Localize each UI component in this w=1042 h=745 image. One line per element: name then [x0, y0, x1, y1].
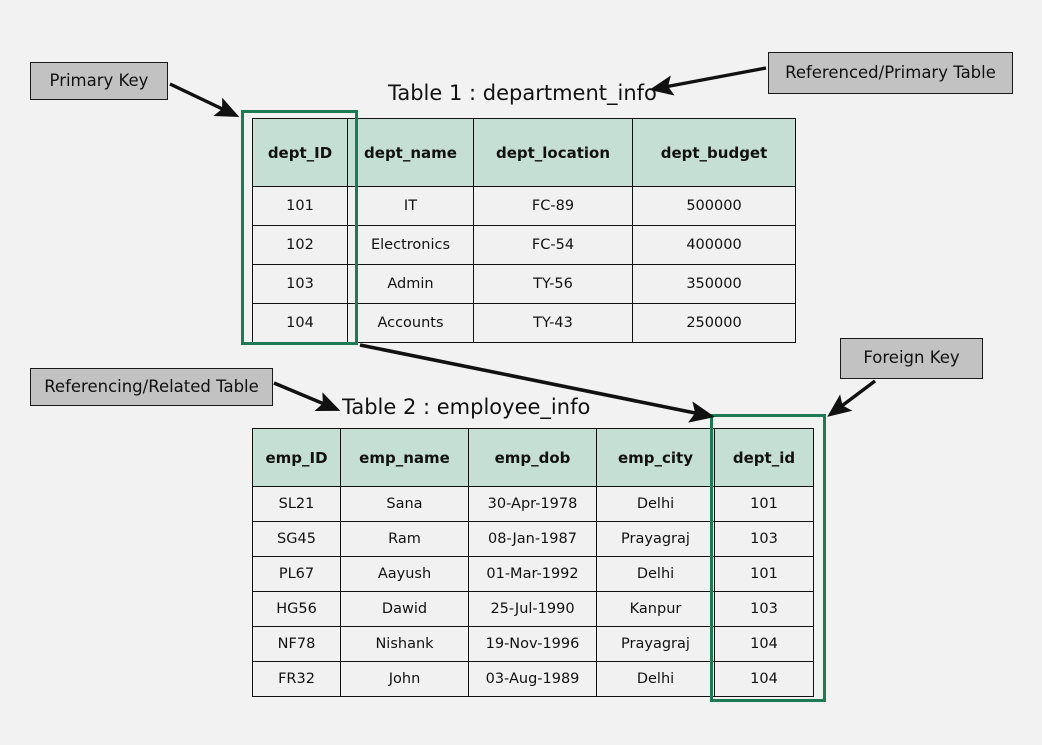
table2-cell: HG56 — [252, 591, 341, 627]
table2-cell: 03-Aug-1989 — [468, 661, 597, 697]
table1-cell: FC-54 — [473, 225, 633, 265]
table1-cell: 102 — [252, 225, 348, 265]
table-row: SG45 Ram 08-Jan-1987 Prayagraj 103 — [252, 521, 814, 557]
table-row: 103 Admin TY-56 350000 — [252, 264, 796, 304]
table2-col-emp-city: emp_city — [596, 428, 715, 487]
arrow-referenced-primary-table — [649, 66, 767, 96]
table1-col-dept-location: dept_location — [473, 118, 633, 187]
table2-cell: 30-Apr-1978 — [468, 486, 597, 522]
table2-cell: Kanpur — [596, 591, 715, 627]
table1-cell: FC-89 — [473, 186, 633, 226]
callout-referenced-primary-table: Referenced/Primary Table — [768, 52, 1013, 94]
table1-cell: 104 — [252, 303, 348, 343]
table1-cell: Electronics — [347, 225, 474, 265]
table-department-info: dept_ID dept_name dept_location dept_bud… — [252, 118, 796, 343]
table2-cell: 103 — [714, 521, 814, 557]
table2-cell: PL67 — [252, 556, 341, 592]
table2-cell: 01-Mar-1992 — [468, 556, 597, 592]
callout-foreign-key: Foreign Key — [840, 338, 983, 379]
table2-cell: Prayagraj — [596, 626, 715, 662]
table2-cell: 101 — [714, 486, 814, 522]
table-row: SL21 Sana 30-Apr-1978 Delhi 101 — [252, 486, 814, 522]
table2-cell: 104 — [714, 626, 814, 662]
arrow-referencing-related-table — [273, 381, 341, 412]
table-row: 102 Electronics FC-54 400000 — [252, 225, 796, 265]
table2-cell: Sana — [340, 486, 469, 522]
callout-referencing-related-table: Referencing/Related Table — [30, 368, 273, 406]
table-row: 104 Accounts TY-43 250000 — [252, 303, 796, 343]
table1-cell: Accounts — [347, 303, 474, 343]
callout-primary-key: Primary Key — [30, 62, 168, 100]
table-row: NF78 Nishank 19-Nov-1996 Prayagraj 104 — [252, 626, 814, 662]
table2-cell: Ram — [340, 521, 469, 557]
table2-header: emp_ID emp_name emp_dob emp_city dept_id — [252, 428, 814, 487]
table1-body: 101 IT FC-89 500000 102 Electronics FC-5… — [252, 186, 796, 343]
table2-body: SL21 Sana 30-Apr-1978 Delhi 101 SG45 Ram… — [252, 486, 814, 697]
table2-cell: Dawid — [340, 591, 469, 627]
table1-cell: Admin — [347, 264, 474, 304]
table-row: HG56 Dawid 25-Jul-1990 Kanpur 103 — [252, 591, 814, 627]
table-row: PL67 Aayush 01-Mar-1992 Delhi 101 — [252, 556, 814, 592]
table2-cell: 25-Jul-1990 — [468, 591, 597, 627]
arrow-primary-key — [169, 82, 240, 118]
table2-cell: NF78 — [252, 626, 341, 662]
table2-cell: SG45 — [252, 521, 341, 557]
table1-cell: 350000 — [632, 264, 796, 304]
table1-col-dept-id: dept_ID — [252, 118, 348, 187]
table1-title: Table 1 : department_info — [388, 81, 657, 105]
table2-col-emp-id: emp_ID — [252, 428, 341, 487]
table2-cell: 19-Nov-1996 — [468, 626, 597, 662]
arrow-foreign-key — [827, 379, 877, 417]
table2-cell: 103 — [714, 591, 814, 627]
table2-cell: Nishank — [340, 626, 469, 662]
table1-cell: 500000 — [632, 186, 796, 226]
table1-header: dept_ID dept_name dept_location dept_bud… — [252, 118, 796, 187]
table-row: FR32 John 03-Aug-1989 Delhi 104 — [252, 661, 814, 697]
table-row: 101 IT FC-89 500000 — [252, 186, 796, 226]
table2-cell: Aayush — [340, 556, 469, 592]
table1-cell: IT — [347, 186, 474, 226]
table2-cell: Delhi — [596, 486, 715, 522]
table1-cell: 103 — [252, 264, 348, 304]
table2-col-dept-id: dept_id — [714, 428, 814, 487]
table2-col-emp-name: emp_name — [340, 428, 469, 487]
table1-cell: 400000 — [632, 225, 796, 265]
table2-cell: 104 — [714, 661, 814, 697]
table-employee-info: emp_ID emp_name emp_dob emp_city dept_id… — [252, 428, 814, 697]
table2-cell: Prayagraj — [596, 521, 715, 557]
table2-cell: SL21 — [252, 486, 341, 522]
table2-cell: FR32 — [252, 661, 341, 697]
table2-cell: Delhi — [596, 661, 715, 697]
table2-cell: Delhi — [596, 556, 715, 592]
table2-cell: John — [340, 661, 469, 697]
table1-cell: 101 — [252, 186, 348, 226]
table2-cell: 08-Jan-1987 — [468, 521, 597, 557]
table2-cell: 101 — [714, 556, 814, 592]
table1-header-row: dept_ID dept_name dept_location dept_bud… — [252, 118, 796, 187]
table2-header-row: emp_ID emp_name emp_dob emp_city dept_id — [252, 428, 814, 487]
table2-col-emp-dob: emp_dob — [468, 428, 597, 487]
table1-col-dept-budget: dept_budget — [632, 118, 796, 187]
table2-title: Table 2 : employee_info — [342, 395, 591, 419]
table1-cell: TY-56 — [473, 264, 633, 304]
table1-col-dept-name: dept_name — [347, 118, 474, 187]
table1-cell: 250000 — [632, 303, 796, 343]
table1-cell: TY-43 — [473, 303, 633, 343]
